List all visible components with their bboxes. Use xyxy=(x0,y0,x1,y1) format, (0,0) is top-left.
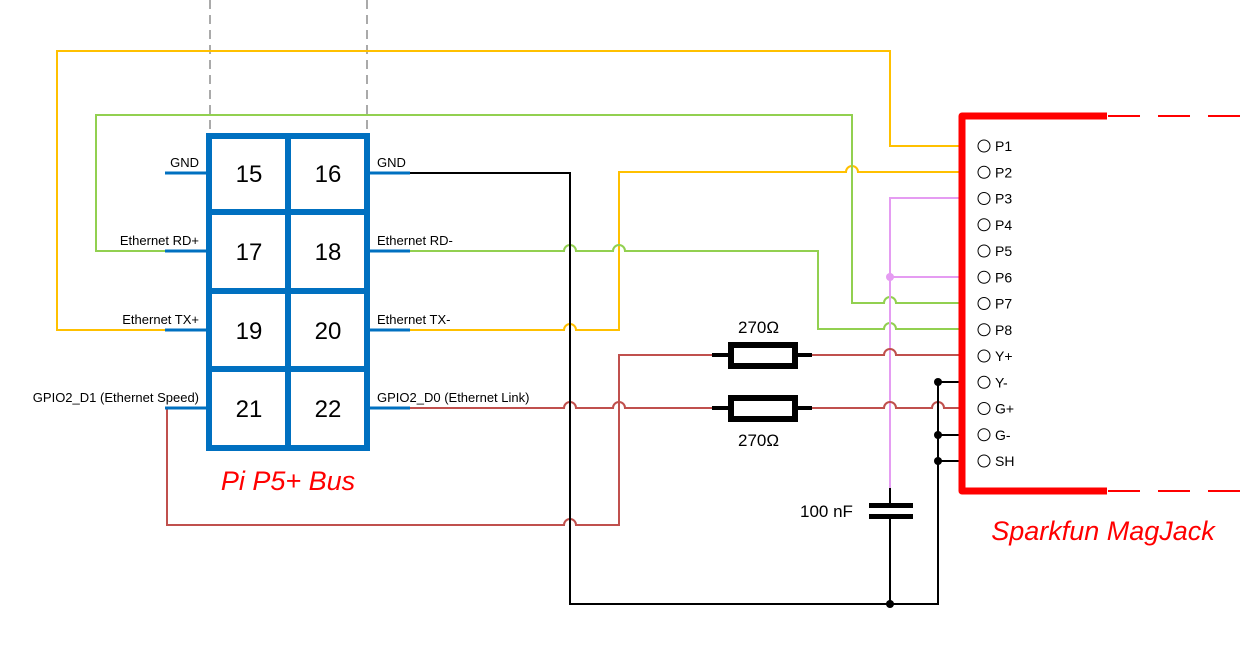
pin-number-21: 21 xyxy=(236,396,263,423)
magjack-pin-circle xyxy=(977,192,991,205)
pin-label-20: Ethernet TX- xyxy=(377,312,450,327)
junction-dot-cap-gnd xyxy=(886,600,894,608)
magjack-pin-label: Y- xyxy=(995,374,1008,390)
wire-led-speed-to-yplus xyxy=(812,348,960,356)
magjack-pin-label: P5 xyxy=(995,243,1012,259)
magjack-pin-circle xyxy=(977,270,991,284)
pin-label-15: GND xyxy=(170,155,199,170)
junction-dot-yminus xyxy=(934,378,942,386)
pin-label-19: Ethernet TX+ xyxy=(122,312,199,327)
magjack-pin-circle xyxy=(977,218,991,232)
magjack-pin-label: G+ xyxy=(995,401,1014,417)
pin-number-15: 15 xyxy=(236,161,263,188)
wire-gnd-main xyxy=(410,172,960,605)
magjack-pin-circle xyxy=(977,323,991,337)
magjack-pin-circle xyxy=(977,402,991,415)
pin-number-16: 16 xyxy=(315,161,342,188)
magjack-pin-label: Y+ xyxy=(995,348,1013,364)
magjack-pin-circle xyxy=(977,349,991,363)
magjack-title: Sparkfun MagJack xyxy=(991,516,1216,546)
capacitor-value-label: 100 nF xyxy=(800,502,853,521)
resistor-top-value-label: 270Ω xyxy=(738,318,779,337)
magjack-pin-circle xyxy=(977,375,991,389)
pin-label-22: GPIO2_D0 (Ethernet Link) xyxy=(377,390,529,405)
pi-header-block xyxy=(206,133,370,451)
magjack-outline xyxy=(958,112,1246,495)
pin-number-22: 22 xyxy=(315,396,342,423)
magjack-pin-label: P4 xyxy=(995,217,1012,233)
header-block-title: Pi P5+ Bus xyxy=(221,466,355,496)
pin-label-21: GPIO2_D1 (Ethernet Speed) xyxy=(33,390,199,405)
magjack-pin-label: P3 xyxy=(995,191,1012,207)
pin-label-17: Ethernet RD+ xyxy=(120,233,199,248)
resistor-bottom-value-label: 270Ω xyxy=(738,431,779,450)
wire-tx-plus xyxy=(56,50,960,331)
junction-dot-p6 xyxy=(886,273,894,281)
pin-number-17: 17 xyxy=(236,239,263,266)
magjack-pin-label: P2 xyxy=(995,164,1012,180)
magjack-pin-label: G- xyxy=(995,427,1011,443)
resistor-bottom xyxy=(712,395,812,422)
magjack-pin-circle xyxy=(977,428,991,442)
wire-led-link xyxy=(410,401,712,409)
wire-p3-p6-bridge xyxy=(889,197,960,488)
pin-number-20: 20 xyxy=(315,318,342,345)
magjack-pin-label: P1 xyxy=(995,138,1012,154)
junction-dot-sh xyxy=(934,457,942,465)
header-pin-stubs xyxy=(165,171,410,410)
wire-rd-plus xyxy=(95,114,960,304)
pin-label-18: Ethernet RD- xyxy=(377,233,453,248)
magjack-pin-label: P8 xyxy=(995,322,1012,338)
magjack-pin-circle xyxy=(977,297,991,310)
pin-number-19: 19 xyxy=(236,318,263,345)
resistor-top xyxy=(712,342,812,369)
wire-led-link-to-gplus xyxy=(812,401,960,409)
wire-tx-minus xyxy=(410,165,960,331)
wire-rd-minus xyxy=(410,244,960,330)
pin-number-18: 18 xyxy=(315,239,342,266)
magjack-pin-circle xyxy=(977,165,991,179)
magjack-pin-label: P7 xyxy=(995,296,1012,312)
pin-label-16: GND xyxy=(377,155,406,170)
junction-dot-gminus xyxy=(934,431,942,439)
magjack-pin-circle xyxy=(977,139,991,153)
magjack-pin-circle xyxy=(977,244,991,258)
magjack-pin-circle xyxy=(977,454,991,468)
magjack-pin-label: P6 xyxy=(995,269,1012,285)
capacitor-100nf xyxy=(869,488,913,519)
magjack-pin-label: SH xyxy=(995,453,1014,469)
